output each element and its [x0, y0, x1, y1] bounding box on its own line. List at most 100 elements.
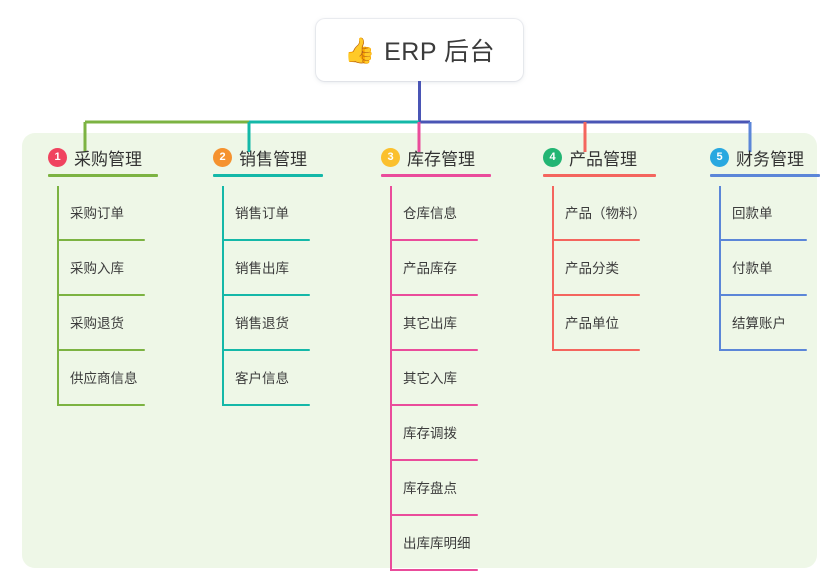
leaf-item[interactable]: 销售退货: [200, 296, 310, 351]
column-header-rule: [543, 174, 656, 177]
leaf-item-rule: [552, 239, 640, 241]
leaf-item-label: 库存调拨: [403, 426, 457, 441]
leaf-item[interactable]: 客户信息: [200, 351, 310, 406]
leaf-item-rule: [222, 349, 310, 351]
leaf-item[interactable]: 产品分类: [530, 241, 640, 296]
leaf-item[interactable]: 产品库存: [368, 241, 478, 296]
leaf-item-rule: [552, 349, 640, 351]
leaf-item-label: 供应商信息: [70, 371, 138, 386]
column-header-label: 采购管理: [74, 149, 142, 169]
column-3: 3 库存管理仓库信息产品库存其它出库其它入库库存调拨库存盘点出库库明细: [368, 140, 491, 571]
leaf-item[interactable]: 结算账户: [697, 296, 807, 351]
leaf-item[interactable]: 采购订单: [35, 186, 145, 241]
column-number-badge: 2: [213, 147, 232, 167]
column-5: 5 财务管理回款单付款单结算账户: [697, 140, 820, 351]
leaf-list: 产品（物料） 产品分类产品单位: [530, 186, 646, 351]
leaf-item-rule: [390, 349, 478, 351]
root-node-title: ERP 后台: [384, 38, 496, 66]
leaf-item-rule: [222, 239, 310, 241]
column-header-rule: [381, 174, 491, 177]
column-header-rule: [213, 174, 323, 177]
column-header-4[interactable]: 4 产品管理: [530, 140, 656, 177]
leaf-item-rule: [719, 239, 807, 241]
leaf-item-rule: [57, 349, 145, 351]
leaf-item-label: 其它出库: [403, 316, 457, 331]
leaf-item[interactable]: 库存盘点: [368, 461, 478, 516]
leaf-list: 采购订单采购入库采购退货供应商信息: [35, 186, 145, 406]
leaf-item-label: 销售退货: [235, 316, 289, 331]
column-header-label: 库存管理: [407, 149, 475, 169]
column-header-5[interactable]: 5 财务管理: [697, 140, 820, 177]
leaf-item-label: 销售订单: [235, 206, 289, 221]
leaf-item-label: 采购订单: [70, 206, 124, 221]
leaf-item-label: 产品（物料）: [565, 206, 646, 221]
leaf-item-label: 采购退货: [70, 316, 124, 331]
leaf-item[interactable]: 采购退货: [35, 296, 145, 351]
leaf-item-rule: [390, 404, 478, 406]
leaf-item[interactable]: 产品单位: [530, 296, 640, 351]
leaf-list: 销售订单销售出库销售退货客户信息: [200, 186, 310, 406]
leaf-item-label: 产品单位: [565, 316, 619, 331]
leaf-spine: [222, 186, 224, 406]
leaf-spine: [552, 186, 554, 351]
column-header-3[interactable]: 3 库存管理: [368, 140, 491, 177]
column-1: 1 采购管理采购订单采购入库采购退货供应商信息: [35, 140, 158, 406]
leaf-item-label: 出库库明细: [403, 536, 471, 551]
column-header-2[interactable]: 2 销售管理: [200, 140, 323, 177]
leaf-item[interactable]: 回款单: [697, 186, 807, 241]
leaf-item-rule: [719, 349, 807, 351]
column-header-label: 产品管理: [569, 149, 637, 169]
leaf-item-rule: [390, 514, 478, 516]
leaf-item-rule: [222, 404, 310, 406]
leaf-item-rule: [552, 294, 640, 296]
leaf-item-label: 其它入库: [403, 371, 457, 386]
column-number-badge: 1: [48, 147, 67, 167]
column-header-1[interactable]: 1 采购管理: [35, 140, 158, 177]
column-header-label: 销售管理: [239, 149, 307, 169]
leaf-item-rule: [390, 569, 478, 571]
leaf-item[interactable]: 销售订单: [200, 186, 310, 241]
leaf-item[interactable]: 销售出库: [200, 241, 310, 296]
leaf-item-rule: [57, 294, 145, 296]
leaf-item[interactable]: 产品（物料）: [530, 186, 646, 241]
leaf-list: 回款单付款单结算账户: [697, 186, 807, 351]
column-number-badge: 5: [710, 147, 729, 167]
leaf-item-rule: [719, 294, 807, 296]
leaf-item[interactable]: 采购入库: [35, 241, 145, 296]
thumbs-up-icon: 👍: [343, 36, 376, 65]
leaf-item-rule: [57, 404, 145, 406]
leaf-item[interactable]: 付款单: [697, 241, 807, 296]
leaf-spine: [719, 186, 721, 351]
leaf-item-label: 产品库存: [403, 261, 457, 276]
leaf-item-label: 库存盘点: [403, 481, 457, 496]
leaf-item-label: 产品分类: [565, 261, 619, 276]
leaf-item-rule: [222, 294, 310, 296]
leaf-spine: [390, 186, 392, 571]
root-node-card[interactable]: 👍 ERP 后台: [316, 19, 523, 81]
leaf-item[interactable]: 出库库明细: [368, 516, 478, 571]
leaf-item-rule: [390, 294, 478, 296]
column-4: 4 产品管理产品（物料） 产品分类产品单位: [530, 140, 656, 351]
column-number-badge: 4: [543, 147, 562, 167]
leaf-spine: [57, 186, 59, 406]
column-header-rule: [48, 174, 158, 177]
leaf-item-label: 销售出库: [235, 261, 289, 276]
leaf-item-label: 仓库信息: [403, 206, 457, 221]
leaf-item[interactable]: 仓库信息: [368, 186, 478, 241]
column-2: 2 销售管理销售订单销售出库销售退货客户信息: [200, 140, 323, 406]
leaf-item-label: 回款单: [732, 206, 773, 221]
leaf-item-rule: [390, 239, 478, 241]
leaf-item-label: 采购入库: [70, 261, 124, 276]
column-number-badge: 3: [381, 147, 400, 167]
leaf-item[interactable]: 其它入库: [368, 351, 478, 406]
column-header-label: 财务管理: [736, 149, 804, 169]
leaf-item[interactable]: 库存调拨: [368, 406, 478, 461]
leaf-item-label: 付款单: [732, 261, 773, 276]
leaf-list: 仓库信息产品库存其它出库其它入库库存调拨库存盘点出库库明细: [368, 186, 478, 571]
column-header-rule: [710, 174, 820, 177]
leaf-item-label: 客户信息: [235, 371, 289, 386]
leaf-item[interactable]: 供应商信息: [35, 351, 145, 406]
leaf-item-rule: [390, 459, 478, 461]
leaf-item[interactable]: 其它出库: [368, 296, 478, 351]
leaf-item-rule: [57, 239, 145, 241]
